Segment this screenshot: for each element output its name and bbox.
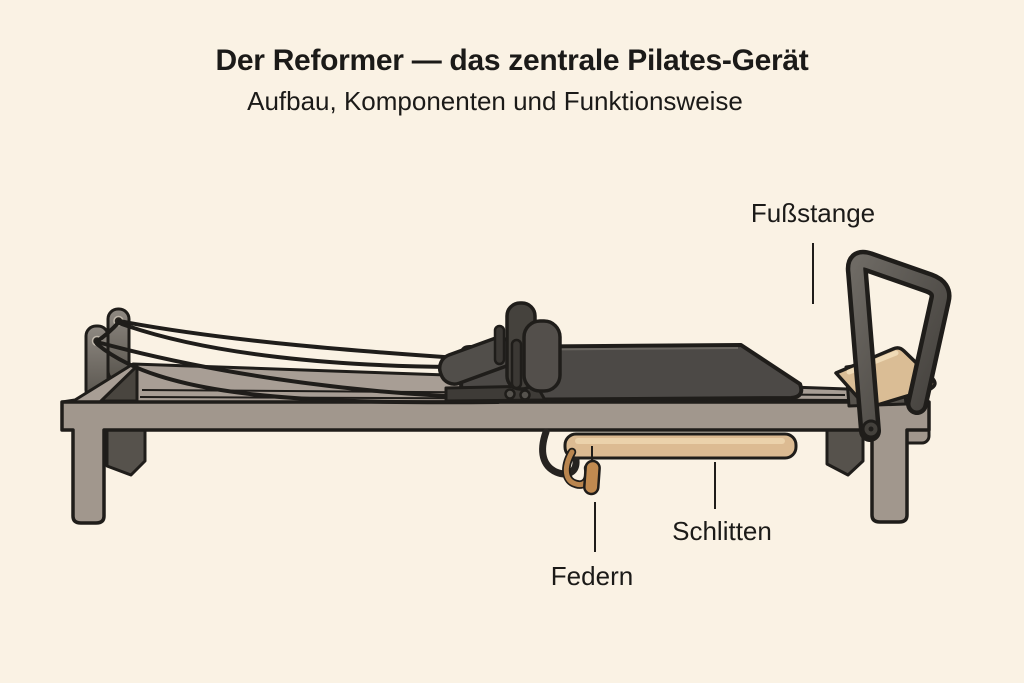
label-federn: Federn (550, 561, 634, 591)
schlitten-leader-line (714, 462, 716, 509)
shoulder-block (522, 319, 562, 393)
federn-leader-line (594, 502, 596, 552)
shoulder-peg (493, 324, 506, 366)
carriage-underbox (563, 432, 798, 460)
headrest-assembly (437, 301, 562, 403)
frame-rail-and-legs (60, 400, 931, 525)
shoulder-peg (510, 338, 523, 390)
foot-bar (845, 249, 952, 442)
ropes (94, 319, 500, 405)
rivet (519, 389, 531, 401)
page-subtitle: Aufbau, Komponenten und Funktionsweise (247, 86, 743, 116)
back-legs (105, 428, 865, 477)
fussstange-leader-line (812, 243, 814, 304)
label-fussstange: Fußstange (750, 198, 876, 228)
label-schlitten: Schlitten (672, 516, 772, 546)
springs (539, 428, 601, 496)
spring-strap-hook (539, 428, 580, 478)
spring-peg (583, 459, 601, 496)
rivet (504, 388, 516, 400)
page-title: Der Reformer — das zentrale Pilates-Gerä… (215, 44, 809, 77)
